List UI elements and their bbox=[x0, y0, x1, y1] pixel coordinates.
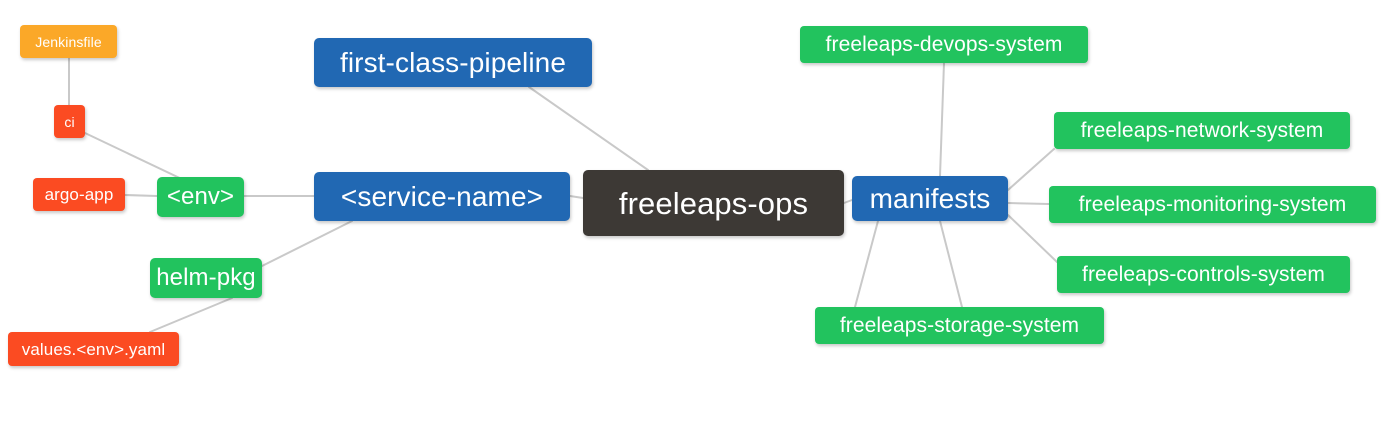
node-label-first-class-pipeline: first-class-pipeline bbox=[339, 46, 567, 78]
node-ci[interactable]: ci bbox=[54, 105, 85, 138]
edge-freeleaps-ops-to-manifests bbox=[843, 199, 853, 204]
node-values-yaml[interactable]: values.<env>.yaml bbox=[8, 332, 179, 366]
node-label-freeleaps-ops: freeleaps-ops bbox=[618, 185, 809, 221]
node-label-manifests: manifests bbox=[869, 182, 991, 214]
edge-argo-app-to-env bbox=[124, 194, 158, 197]
edge-helm-pkg-to-service-name bbox=[261, 220, 353, 267]
node-label-freeleaps-monitoring-system: freeleaps-monitoring-system bbox=[1078, 193, 1347, 216]
node-first-class-pipeline[interactable]: first-class-pipeline bbox=[314, 38, 592, 87]
edge-manifests-to-freeleaps-network-system bbox=[1007, 148, 1055, 191]
node-freeleaps-controls-system[interactable]: freeleaps-controls-system bbox=[1057, 256, 1350, 293]
node-label-freeleaps-devops-system: freeleaps-devops-system bbox=[825, 33, 1063, 56]
node-manifests[interactable]: manifests bbox=[852, 176, 1008, 221]
node-freeleaps-ops[interactable]: freeleaps-ops bbox=[583, 170, 844, 236]
node-label-service-name: <service-name> bbox=[340, 180, 544, 212]
node-label-env: <env> bbox=[166, 183, 235, 210]
node-service-name[interactable]: <service-name> bbox=[314, 172, 570, 221]
edge-manifests-to-freeleaps-monitoring-system bbox=[1007, 202, 1050, 205]
node-freeleaps-monitoring-system[interactable]: freeleaps-monitoring-system bbox=[1049, 186, 1376, 223]
node-freeleaps-storage-system[interactable]: freeleaps-storage-system bbox=[815, 307, 1104, 344]
node-freeleaps-network-system[interactable]: freeleaps-network-system bbox=[1054, 112, 1350, 149]
node-jenkinsfile[interactable]: Jenkinsfile bbox=[20, 25, 117, 58]
node-label-helm-pkg: helm-pkg bbox=[156, 264, 256, 291]
node-freeleaps-devops-system[interactable]: freeleaps-devops-system bbox=[800, 26, 1088, 63]
edge-values-yaml-to-helm-pkg bbox=[149, 297, 233, 333]
edge-manifests-to-freeleaps-devops-system bbox=[939, 62, 945, 177]
node-label-freeleaps-network-system: freeleaps-network-system bbox=[1080, 119, 1324, 142]
node-helm-pkg[interactable]: helm-pkg bbox=[150, 258, 262, 298]
edge-first-class-pipeline-to-freeleaps-ops bbox=[528, 86, 649, 171]
edge-service-name-to-freeleaps-ops bbox=[569, 195, 584, 199]
node-env[interactable]: <env> bbox=[157, 177, 244, 217]
node-label-freeleaps-controls-system: freeleaps-controls-system bbox=[1082, 263, 1325, 286]
node-label-ci: ci bbox=[64, 113, 75, 130]
node-label-values-yaml: values.<env>.yaml bbox=[21, 339, 166, 359]
node-label-freeleaps-storage-system: freeleaps-storage-system bbox=[839, 314, 1080, 337]
node-label-jenkinsfile: Jenkinsfile bbox=[35, 33, 102, 50]
node-label-argo-app: argo-app bbox=[44, 185, 114, 204]
edge-manifests-to-freeleaps-storage-system-b bbox=[854, 220, 879, 308]
node-argo-app[interactable]: argo-app bbox=[33, 178, 125, 211]
edge-manifests-to-freeleaps-storage-system bbox=[939, 220, 963, 308]
